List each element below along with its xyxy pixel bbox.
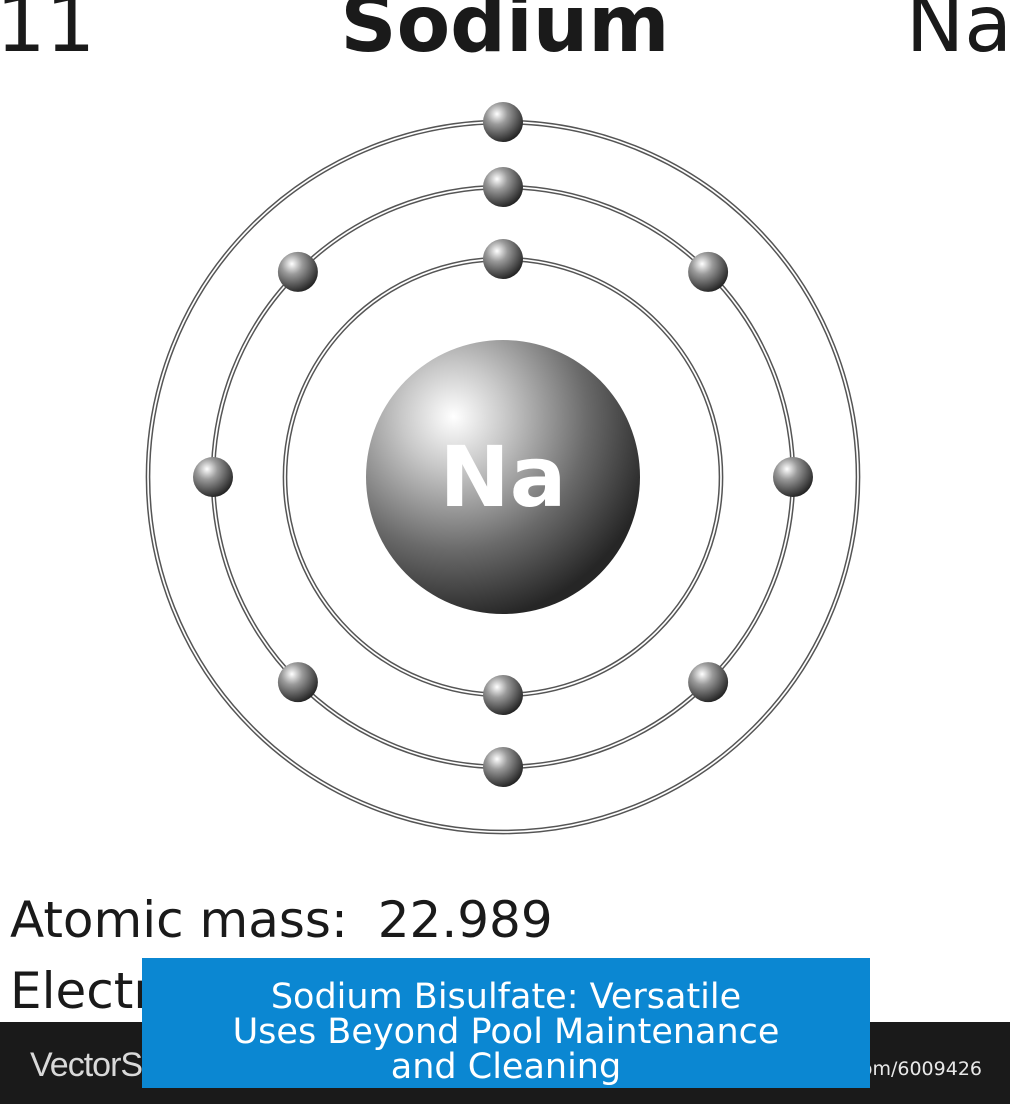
- bohr-model-diagram: Na: [145, 102, 861, 835]
- nucleus: [366, 340, 640, 614]
- electron-shell-2-5: [483, 747, 523, 787]
- electron-shell-2-8: [277, 251, 318, 292]
- brand-logo-text: VectorS: [30, 1046, 143, 1084]
- title-banner: Sodium Bisulfate: Versatile Uses Beyond …: [142, 958, 870, 1088]
- atomic-mass-row: Atomic mass: 22.989: [10, 895, 553, 945]
- nucleus-label: Na: [440, 428, 567, 526]
- banner-line-2: Uses Beyond Pool Maintenance: [232, 1012, 780, 1052]
- image-url: om/6009426: [860, 1058, 982, 1080]
- banner-line-1: Sodium Bisulfate: Versatile: [270, 977, 742, 1017]
- electron-shell-2-1: [483, 167, 523, 207]
- electron-shell-1-2: [483, 675, 523, 715]
- electron-shell-1-1: [483, 239, 523, 279]
- electron-shell-2-2: [688, 251, 729, 292]
- electron-shell-2-6: [277, 662, 318, 703]
- element-name: Sodium: [340, 0, 670, 70]
- element-symbol: Na: [905, 0, 1010, 70]
- atomic-number: 11: [0, 0, 96, 70]
- electron-group: [193, 102, 813, 787]
- banner-line-3: and Cleaning: [390, 1047, 622, 1087]
- electron-shell-3-1: [483, 102, 523, 142]
- atomic-mass-value: 22.989: [377, 891, 553, 949]
- electron-shell-2-4: [688, 662, 729, 703]
- electron-shell-2-3: [773, 457, 813, 497]
- electron-shell-2-7: [193, 457, 233, 497]
- atomic-mass-label: Atomic mass:: [10, 891, 348, 949]
- electron-config-label: Electr: [10, 962, 154, 1020]
